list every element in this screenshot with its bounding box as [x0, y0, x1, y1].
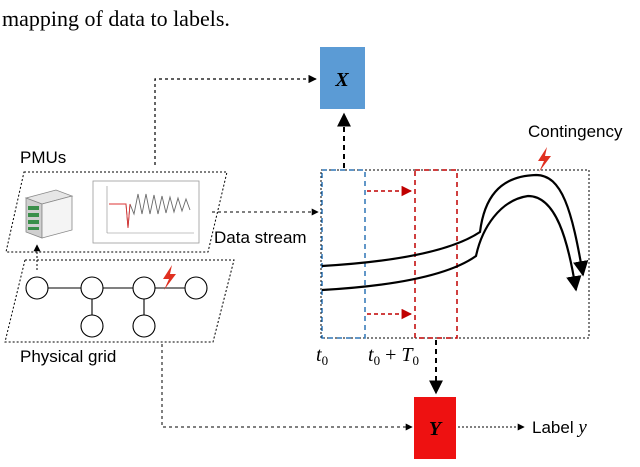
grid-network	[25, 276, 208, 338]
grid-bus-node	[80, 314, 104, 338]
grid-bus-node	[132, 276, 156, 300]
stream-frame	[320, 169, 590, 339]
contingency-label: Contingency	[528, 122, 623, 141]
y-box	[414, 397, 456, 459]
lightning-bolt-icon	[538, 147, 551, 172]
lightning-bolt-icon	[163, 265, 176, 290]
physical-grid-panel	[4, 259, 235, 343]
observation-window-t0-plus-T0	[414, 169, 458, 339]
label-y-text: Label y	[532, 417, 587, 438]
y-box-label: Y	[429, 418, 443, 440]
pmu-device-icon	[24, 189, 74, 239]
grid-bus-node	[80, 276, 104, 300]
x-box	[320, 47, 365, 109]
x-box-label: X	[334, 69, 349, 91]
t0-plus-T0-label: t0 + T0	[368, 344, 419, 368]
trajectory-lower	[321, 194, 582, 292]
trajectory-upper	[321, 173, 589, 277]
pmus-label: PMUs	[20, 148, 66, 167]
grid-bus-node	[184, 276, 208, 300]
pmus-panel	[5, 171, 228, 253]
grid-bus-node	[25, 276, 49, 300]
data-stream-label: Data stream	[214, 228, 307, 247]
waveform-plot-icon	[92, 180, 200, 244]
pmus-to-x-connector	[154, 74, 317, 165]
observation-window-t0	[321, 169, 366, 339]
t0-label: t0	[316, 344, 328, 368]
caption-fragment: mapping of data to labels.	[2, 6, 230, 31]
grid-bus-node	[132, 314, 156, 338]
physical-grid-label: Physical grid	[20, 347, 116, 366]
